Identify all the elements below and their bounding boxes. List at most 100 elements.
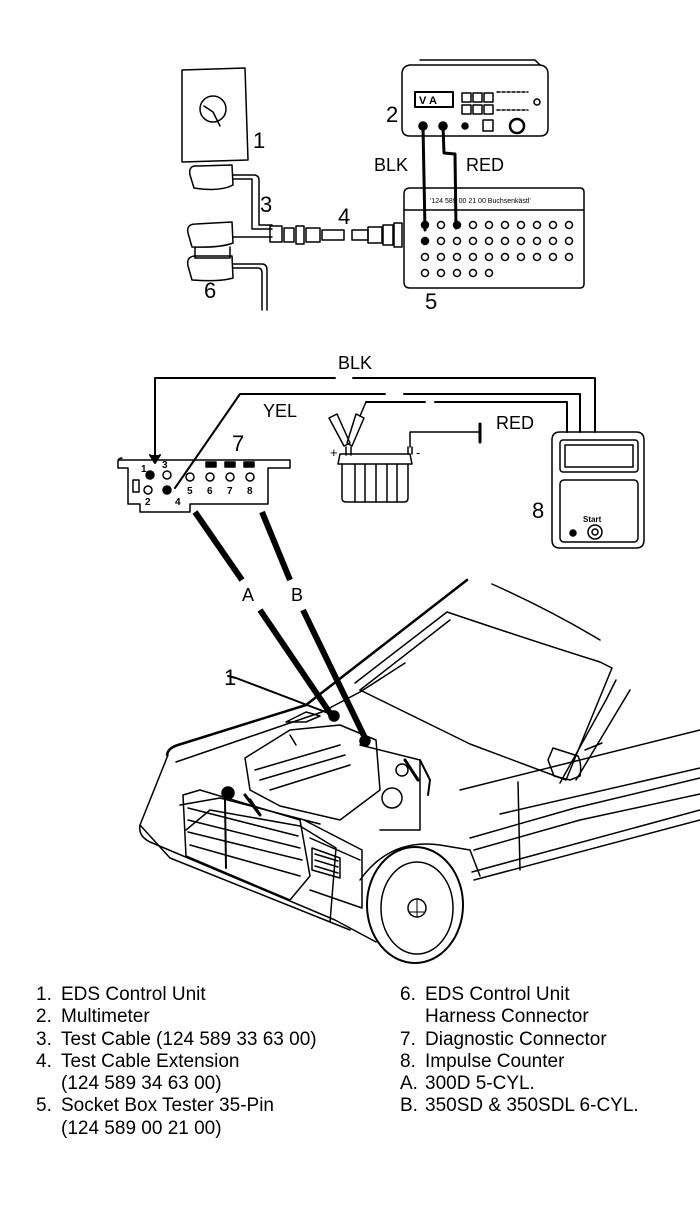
- legend-key: 5.: [36, 1095, 52, 1117]
- socket-box-header: '124 589 00 21 00 Buchsenkästl': [430, 198, 531, 205]
- callout-5: 5: [425, 289, 437, 314]
- legend-sublabel: (124 589 34 63 00): [61, 1073, 222, 1095]
- legend-item: 3.Test Cable (124 589 33 63 00): [36, 1029, 317, 1051]
- diagnostic-pin: [143, 485, 153, 495]
- legend-key: B.: [400, 1095, 418, 1117]
- socket-pin: [532, 236, 542, 246]
- socket-pin: [532, 220, 542, 230]
- callout-a: A: [242, 585, 254, 605]
- socket-pin: [564, 236, 574, 246]
- socket-pin: [468, 236, 478, 246]
- diagnostic-pin: [185, 472, 195, 482]
- diagnostic-pin: [205, 472, 215, 482]
- legend-label: 300D 5-CYL.: [425, 1073, 535, 1095]
- callout-b: B: [291, 585, 303, 605]
- legend-key: 2.: [36, 1006, 52, 1028]
- legend-label: Multimeter: [61, 1006, 150, 1028]
- legend-key: 4.: [36, 1050, 52, 1072]
- eds-control-unit: [181, 67, 249, 163]
- socket-pin: [452, 220, 462, 230]
- socket-pin: [436, 220, 446, 230]
- socket-pin: [500, 252, 510, 262]
- socket-pin: [436, 268, 446, 278]
- diagnostic-pin-label: 8: [247, 486, 253, 497]
- socket-pin: [420, 268, 430, 278]
- probe-leads: [192, 510, 369, 742]
- socket-grid: [420, 220, 574, 278]
- socket-pin: [468, 220, 478, 230]
- callout-4: 4: [338, 204, 350, 229]
- callout-1: 1: [253, 128, 265, 153]
- socket-pin: [500, 236, 510, 246]
- socket-pin: [500, 220, 510, 230]
- socket-pin: [516, 252, 526, 262]
- multimeter-leads: [421, 124, 458, 232]
- diagnostic-pin: [225, 472, 235, 482]
- callout-8: 8: [532, 498, 544, 523]
- legend-sublabel: Harness Connector: [425, 1006, 589, 1028]
- diagnostic-pin-slot: [243, 461, 255, 468]
- socket-box-tester: '124 589 00 21 00 Buchsenkästl': [403, 187, 585, 289]
- diagnostic-pin-label: 5: [187, 486, 193, 497]
- diagnostic-pin-slot: [205, 461, 217, 468]
- socket-pin: [516, 236, 526, 246]
- legend-key: 3.: [36, 1028, 52, 1050]
- wire-label-blk-middle: BLK: [338, 353, 372, 373]
- legend-key: A.: [400, 1073, 418, 1095]
- socket-pin: [436, 236, 446, 246]
- legend-sublabel: (124 589 00 21 00): [61, 1117, 222, 1139]
- callout-1-car: 1: [224, 665, 236, 690]
- socket-pin: [564, 220, 574, 230]
- diagnostic-pin: [162, 470, 172, 480]
- diagnostic-pin-slot: [224, 461, 236, 468]
- socket-pin: [548, 236, 558, 246]
- wire-label-red-middle: RED: [496, 413, 534, 433]
- legend-key: 1.: [36, 984, 52, 1005]
- legend-item: 4. Test Cable Extension: [36, 1051, 317, 1073]
- legend-item: 7. Diagnostic Connector: [400, 1029, 639, 1051]
- diagnostic-pin: [245, 472, 255, 482]
- callout-6: 6: [204, 278, 216, 303]
- car-illustration: [138, 578, 700, 964]
- socket-pin: [516, 220, 526, 230]
- diagnostic-pin: [162, 485, 172, 495]
- legend-label: Impulse Counter: [425, 1050, 565, 1072]
- socket-pin: [532, 252, 542, 262]
- legend-label: Socket Box Tester 35-Pin: [61, 1095, 274, 1117]
- legend-item: 5. Socket Box Tester 35-Pin: [36, 1095, 317, 1117]
- diagnostic-pin: [145, 470, 155, 480]
- wire-label-red-top: RED: [466, 155, 504, 175]
- legend-label: Diagnostic Connector: [425, 1028, 607, 1050]
- legend-key: 8.: [400, 1050, 416, 1072]
- socket-pin: [484, 252, 494, 262]
- battery-negative-terminal: -: [416, 445, 420, 460]
- legend-label: Test Cable Extension: [61, 1050, 240, 1072]
- diagnostic-pin-label: 7: [227, 486, 233, 497]
- socket-pin: [420, 252, 430, 262]
- socket-pin: [452, 268, 462, 278]
- socket-pin: [420, 236, 430, 246]
- test-cable-connector: [269, 225, 345, 245]
- eds-harness-connector: [186, 164, 273, 311]
- socket-pin: [420, 220, 430, 230]
- legend-item: 2. Multimeter: [36, 1006, 317, 1028]
- diagnostic-pin-label: 1: [141, 464, 147, 475]
- multimeter-display: V A: [419, 95, 437, 107]
- legend-item: A. 300D 5-CYL.: [400, 1073, 639, 1095]
- legend-label: 350SD & 350SDL 6-CYL.: [425, 1095, 639, 1117]
- diagnostic-pin-label: 3: [162, 460, 168, 471]
- legend-key: 7.: [400, 1028, 416, 1050]
- multimeter: V A: [401, 59, 549, 137]
- wire-label-yel: YEL: [263, 401, 297, 421]
- middle-wires: [149, 377, 596, 489]
- battery-positive-terminal: +: [330, 445, 338, 460]
- legend-label: EDS Control Unit: [61, 984, 206, 1005]
- socket-pin: [548, 220, 558, 230]
- battery: + -: [328, 401, 482, 503]
- wiring-diagram: 1 3 6 4 V A: [117, 59, 700, 964]
- impulse-counter: Start: [551, 431, 645, 549]
- socket-pin: [436, 252, 446, 262]
